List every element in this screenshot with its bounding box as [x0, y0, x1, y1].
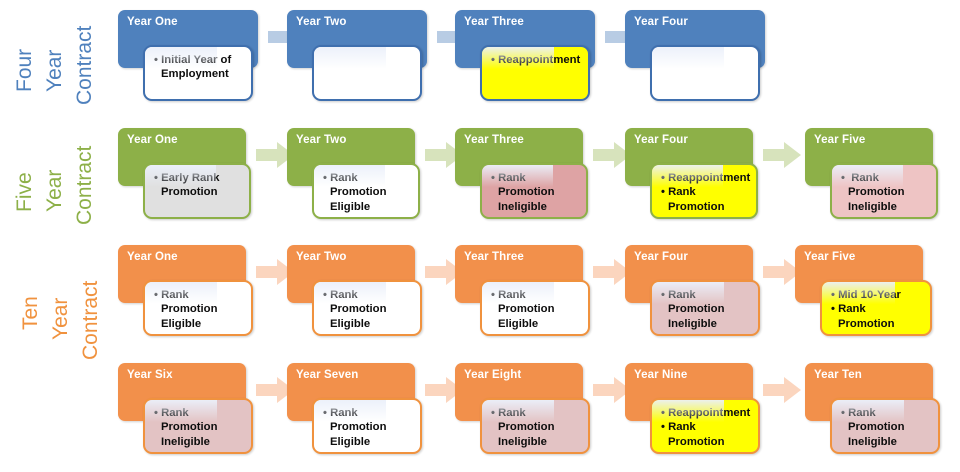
contract-label-word: Ten [19, 296, 42, 330]
stage-body-card[interactable]: Reappointment [480, 45, 590, 101]
stage-body-card[interactable]: Early Rank Promotion [143, 163, 251, 219]
stage-item: Rank Promotion Ineligible [841, 406, 930, 449]
stage-item-list: Early Rank Promotion [154, 171, 241, 200]
stage-item-list: Rank Promotion Eligible [323, 171, 410, 214]
flow-arrow-icon [593, 142, 631, 173]
stage-item-list: Rank Promotion Ineligible [154, 406, 243, 449]
flow-arrow-icon [763, 259, 801, 290]
stage-item-list: ReappointmentRank Promotion [661, 171, 750, 214]
stage-item-list: Rank Promotion Ineligible [841, 406, 930, 449]
stage-body-card[interactable]: ReappointmentRank Promotion [650, 398, 760, 454]
contract-label-word: Five [13, 172, 36, 212]
stage-item-list: Rank Promotion Eligible [154, 288, 243, 331]
stage-item: Rank Promotion [661, 185, 748, 214]
stage-body-card[interactable]: Mid 10-YearRank Promotion [820, 280, 932, 336]
stage-item-list: Rank Promotion Eligible [323, 406, 412, 449]
contract-label-word: Year [43, 169, 66, 212]
stage-item: Rank Promotion Ineligible [491, 171, 578, 214]
stage-item: Reappointment [661, 171, 750, 185]
stage-item: Rank Promotion [661, 420, 750, 449]
flow-arrow-icon [425, 259, 463, 290]
contract-label-word: Contract [73, 25, 96, 105]
stage-item-list: Rank Promotion Eligible [491, 288, 580, 331]
stage-item: Rank Promotion Ineligible [154, 406, 243, 449]
contract-label-word: Year [43, 49, 66, 92]
stage-body-card[interactable] [650, 45, 760, 101]
stage-body-card[interactable]: Rank Promotion Ineligible [480, 163, 588, 219]
flow-arrow-icon [593, 259, 631, 290]
stage-body-card[interactable]: Rank Promotion Ineligible [143, 398, 253, 454]
stage-item-list: Rank Promotion Ineligible [491, 406, 580, 449]
flow-arrow-icon [763, 142, 801, 173]
stage-body-card[interactable]: Rank Promotion Ineligible [830, 163, 938, 219]
stage-item: Reappointment [661, 406, 750, 420]
stage-item-list: Reappointment [491, 53, 580, 67]
contract-label-word: Contract [73, 145, 96, 225]
contract-label-word: Contract [79, 280, 102, 360]
stage-item-list: Rank Promotion Ineligible [661, 288, 750, 331]
flow-arrow-icon [256, 259, 294, 290]
stage-body-card[interactable]: Rank Promotion Eligible [312, 280, 422, 336]
stage-body-card[interactable]: Rank Promotion Ineligible [480, 398, 590, 454]
stage-item-list: Initial Year of Employment [154, 53, 243, 82]
stage-item: Rank Promotion Eligible [491, 288, 580, 331]
stage-item-list: ReappointmentRank Promotion [661, 406, 750, 449]
stage-body-card[interactable]: Rank Promotion Eligible [143, 280, 253, 336]
stage-item: Rank Promotion Eligible [323, 288, 412, 331]
stage-item: Reappointment [491, 53, 580, 67]
stage-body-card[interactable]: Rank Promotion Ineligible [650, 280, 760, 336]
stage-item: Rank Promotion Eligible [323, 171, 410, 214]
stage-body-card[interactable]: Rank Promotion Eligible [480, 280, 590, 336]
stage-item: Initial Year of Employment [154, 53, 243, 82]
stage-body-card[interactable]: Initial Year of Employment [143, 45, 253, 101]
stage-item: Early Rank Promotion [154, 171, 241, 200]
stage-item-list: Mid 10-YearRank Promotion [831, 288, 922, 331]
flow-arrow-icon [425, 142, 463, 173]
stage-item: Rank Promotion Eligible [154, 288, 243, 331]
flow-arrow-icon [593, 377, 631, 408]
flow-arrow-icon [256, 142, 294, 173]
stage-body-card[interactable]: ReappointmentRank Promotion [650, 163, 758, 219]
stage-body-card[interactable]: Rank Promotion Ineligible [830, 398, 940, 454]
stage-body-card[interactable] [312, 45, 422, 101]
contract-label-word: Year [49, 297, 72, 340]
stage-item: Rank Promotion Ineligible [841, 171, 928, 214]
flow-arrow-icon [763, 377, 801, 408]
contract-label-word: Four [13, 48, 36, 92]
flow-arrow-icon [425, 377, 463, 408]
stage-item-list: Rank Promotion Ineligible [841, 171, 928, 214]
stage-item: Rank Promotion Eligible [323, 406, 412, 449]
stage-item: Mid 10-Year [831, 288, 922, 302]
stage-item-list: Rank Promotion Ineligible [491, 171, 578, 214]
stage-item: Rank Promotion Ineligible [491, 406, 580, 449]
flow-arrow-icon [256, 377, 294, 408]
stage-item-list: Rank Promotion Eligible [323, 288, 412, 331]
stage-item: Rank Promotion [831, 302, 922, 331]
stage-body-card[interactable]: Rank Promotion Eligible [312, 163, 420, 219]
stage-body-card[interactable]: Rank Promotion Eligible [312, 398, 422, 454]
stage-item: Rank Promotion Ineligible [661, 288, 750, 331]
